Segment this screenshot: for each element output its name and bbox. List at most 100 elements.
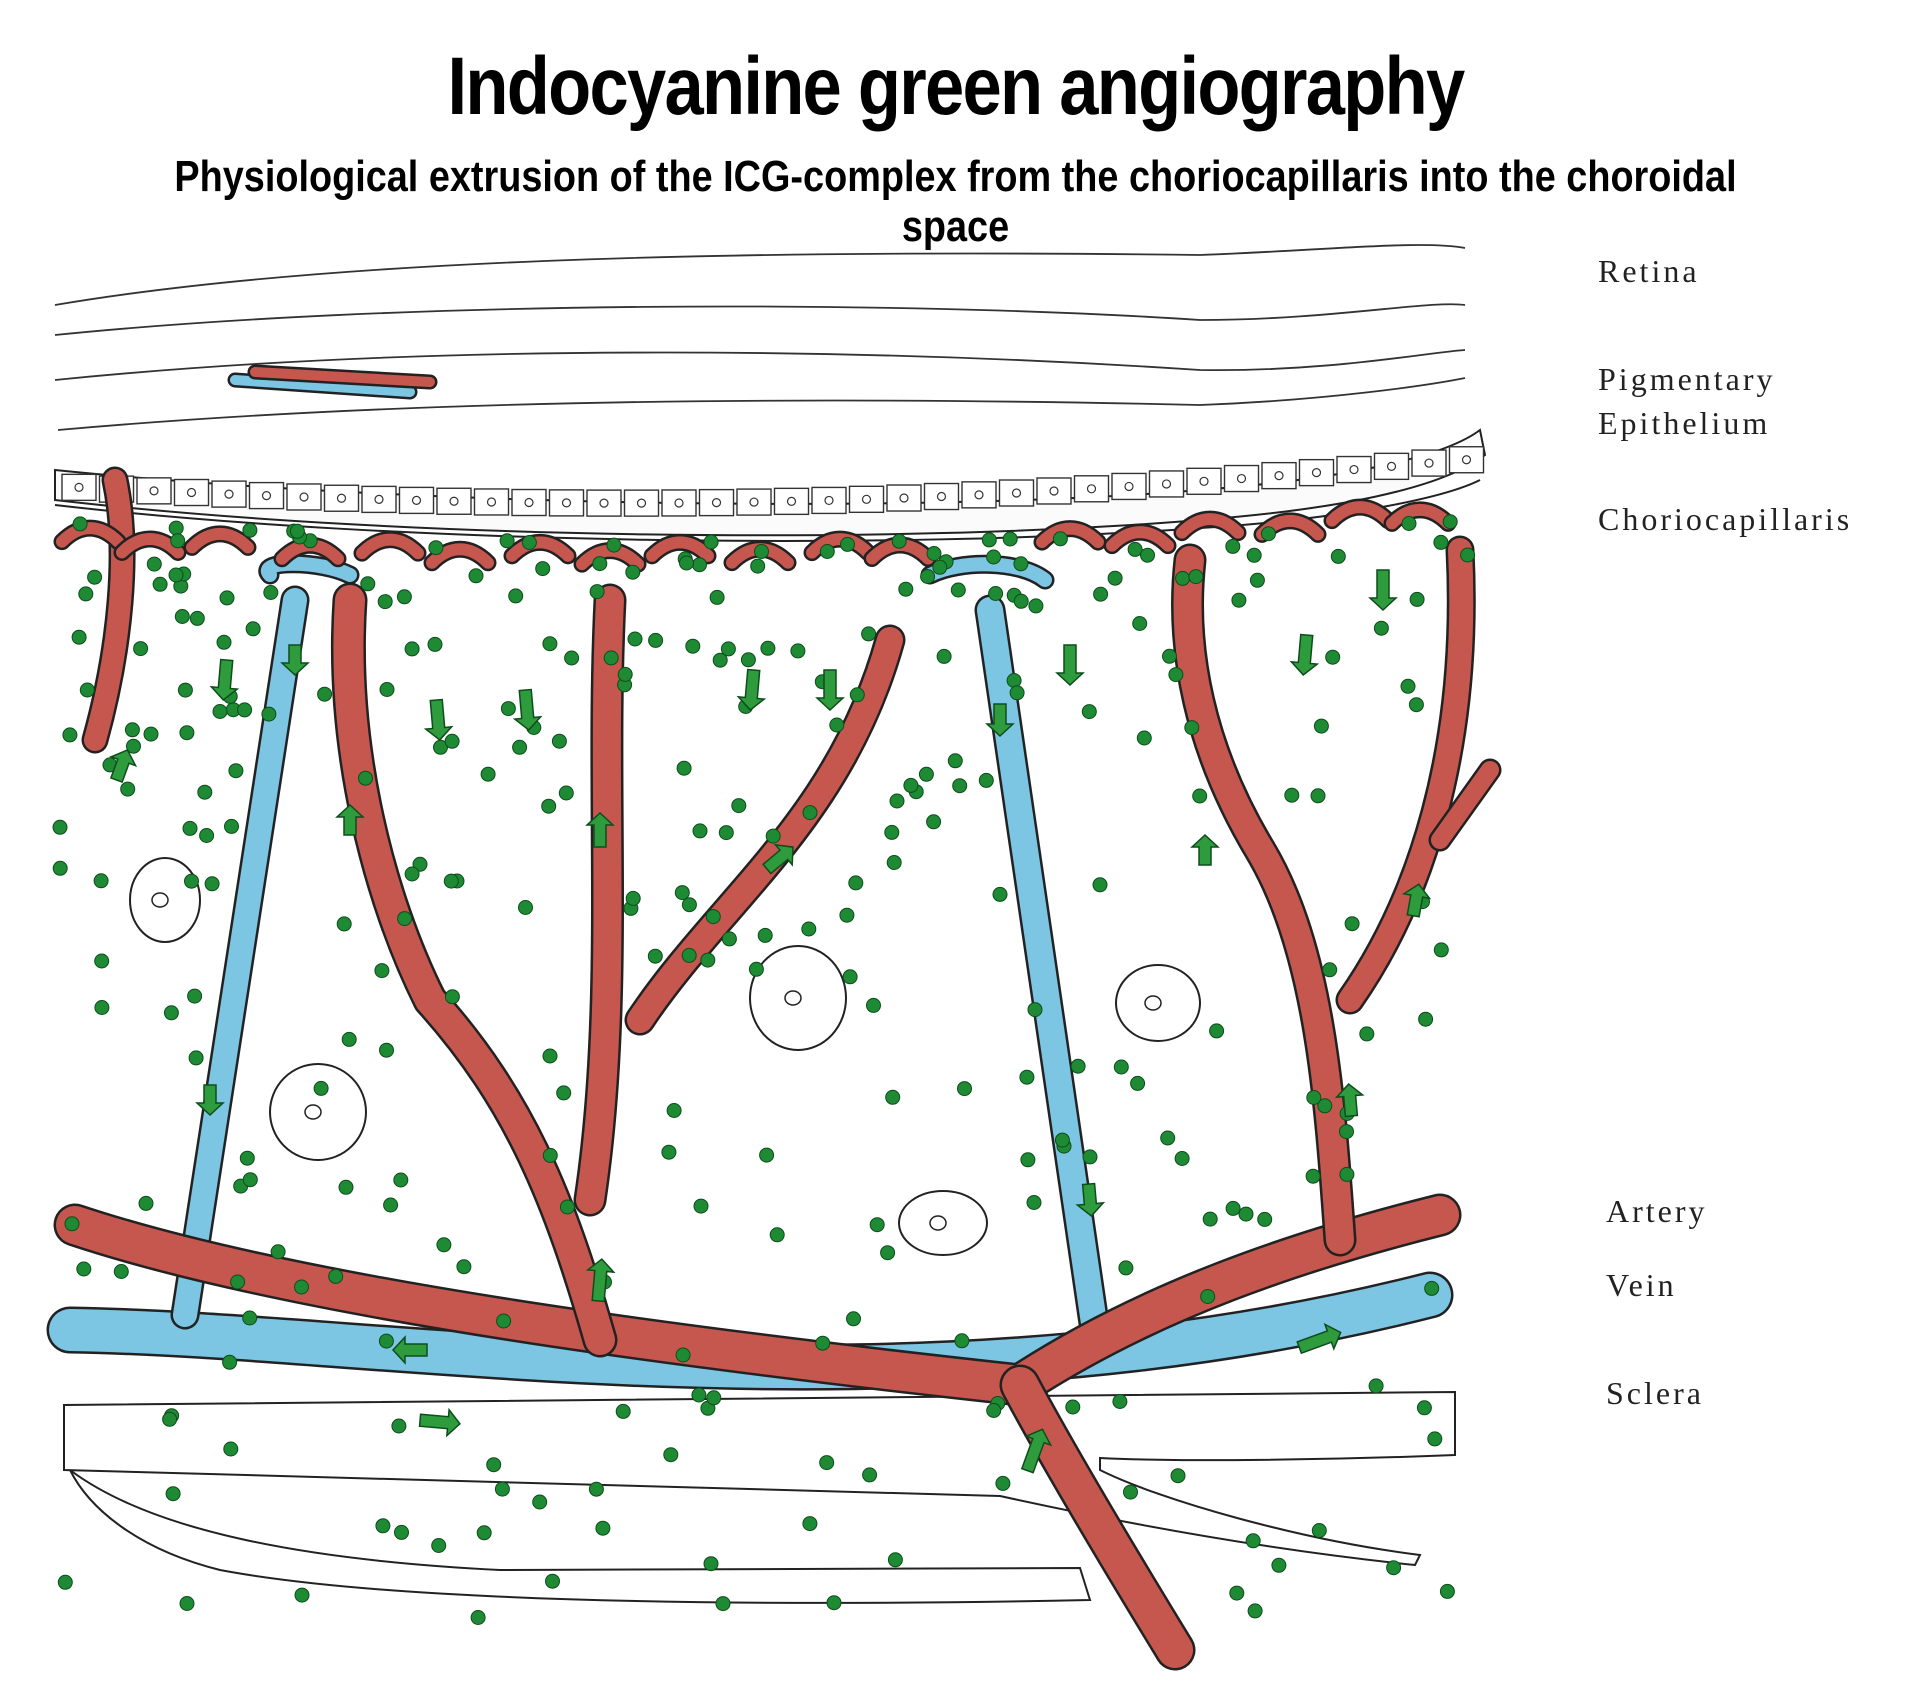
flow-arrow	[1401, 883, 1432, 918]
icg-dot	[661, 1144, 677, 1160]
icg-dot	[1427, 1431, 1443, 1447]
cell-nucleus	[336, 493, 347, 503]
icg-dot	[182, 820, 198, 836]
icg-dot	[819, 1455, 835, 1471]
icg-dot	[360, 576, 376, 592]
artery-branch-4-outline	[1171, 543, 1357, 1257]
epithelial-cell	[136, 477, 172, 505]
icg-dot	[1054, 1132, 1070, 1148]
icg-dot	[920, 569, 936, 584]
epithelial-cell	[61, 473, 97, 502]
choriocapillary-segment	[506, 536, 574, 562]
icg-dot	[898, 581, 914, 597]
icg-dot	[52, 819, 68, 835]
icg-dot	[663, 1447, 679, 1463]
icg-dot	[230, 1274, 246, 1290]
flow-arrow-shape	[109, 749, 138, 784]
icg-dot	[840, 536, 855, 552]
icg-dot	[926, 814, 942, 830]
icg-dot	[188, 1050, 204, 1066]
cell-nucleus	[524, 497, 534, 508]
icg-dot	[754, 544, 769, 559]
icg-dot	[829, 717, 845, 733]
label-choriocapillaris: Choriocapillaris	[1598, 501, 1853, 537]
icg-dot	[72, 516, 88, 532]
retinal-artery	[250, 367, 435, 387]
flow-arrows	[109, 569, 1432, 1474]
icg-dot	[706, 1390, 722, 1406]
epithelial-cell	[248, 481, 285, 510]
flow-arrow	[335, 803, 365, 836]
flow-arrow	[1289, 633, 1320, 676]
icg-dot	[926, 546, 942, 561]
icg-dot	[146, 556, 162, 572]
epithelial-cell	[848, 485, 885, 514]
stromal-cell	[898, 1190, 988, 1256]
icg-dot	[1249, 572, 1265, 588]
cell-nucleus	[186, 487, 197, 498]
icg-dot	[700, 952, 716, 968]
flow-arrow-shape	[418, 1407, 461, 1438]
icg-dot	[518, 900, 533, 915]
flow-arrow	[815, 669, 845, 712]
diagram-subtitle: Physiological extrusion of the ICG-compl…	[174, 152, 1737, 251]
stromal-cell	[269, 1063, 367, 1161]
icg-dot	[378, 1333, 394, 1349]
icg-dot	[456, 1259, 472, 1275]
icg-dot	[731, 798, 747, 814]
flow-arrow	[1334, 1083, 1365, 1118]
icg-dot	[494, 1481, 510, 1497]
icg-dot	[1247, 1603, 1263, 1619]
vein-branch-left	[173, 588, 307, 1327]
icg-dot	[750, 558, 766, 574]
epithelial-cell	[548, 489, 585, 517]
icg-dot	[1127, 541, 1143, 557]
label-sclera: Sclera	[1606, 1375, 1704, 1411]
flow-arrow-shape	[1075, 1182, 1106, 1217]
cell-nucleus	[1124, 481, 1134, 492]
icg-dot	[341, 1031, 357, 1047]
icg-dot	[692, 557, 707, 573]
icg-dot	[1225, 538, 1241, 554]
epithelial-cell	[511, 488, 547, 517]
cell-nucleus	[899, 493, 909, 503]
icg-dot	[1344, 916, 1360, 932]
icg-dot	[496, 1313, 512, 1329]
icg-dot	[1123, 1484, 1138, 1500]
icg-dot	[880, 1245, 896, 1261]
icg-dot	[427, 636, 443, 652]
epithelial-cell	[736, 488, 772, 516]
label-vein: Vein	[1606, 1267, 1677, 1303]
icg-dot	[476, 1525, 492, 1541]
choriocapillary-segment	[1036, 522, 1104, 549]
flow-arrow-shape	[195, 1084, 225, 1117]
flow-arrow	[109, 749, 138, 784]
icg-dot	[245, 621, 261, 637]
icg-dot	[627, 631, 643, 647]
stromal-nucleus	[304, 1104, 322, 1120]
icg-dot	[891, 533, 907, 549]
epithelial-cell	[1373, 452, 1410, 481]
cell-nucleus	[1049, 486, 1059, 496]
icg-dot	[187, 988, 203, 1004]
icg-dot	[1107, 570, 1123, 586]
choriocapillary-segment	[1106, 526, 1174, 552]
cell-nucleus	[261, 490, 272, 501]
icg-dot	[294, 1587, 310, 1603]
icg-dot	[819, 544, 835, 559]
icg-dot	[1409, 591, 1425, 607]
cell-nucleus	[749, 497, 759, 507]
flow-arrow	[585, 1258, 616, 1303]
stromal-cell	[1115, 964, 1201, 1042]
icg-dot	[588, 1481, 604, 1497]
icg-dot	[1373, 620, 1389, 636]
choriocapillary-segment	[116, 533, 184, 559]
icg-dot	[802, 805, 818, 821]
retina-layer	[54, 244, 1466, 431]
icg-dot	[120, 781, 136, 797]
icg-dot	[468, 568, 484, 584]
icg-dot	[932, 559, 948, 575]
icg-dot	[978, 772, 994, 788]
icg-dot	[1305, 1168, 1321, 1184]
